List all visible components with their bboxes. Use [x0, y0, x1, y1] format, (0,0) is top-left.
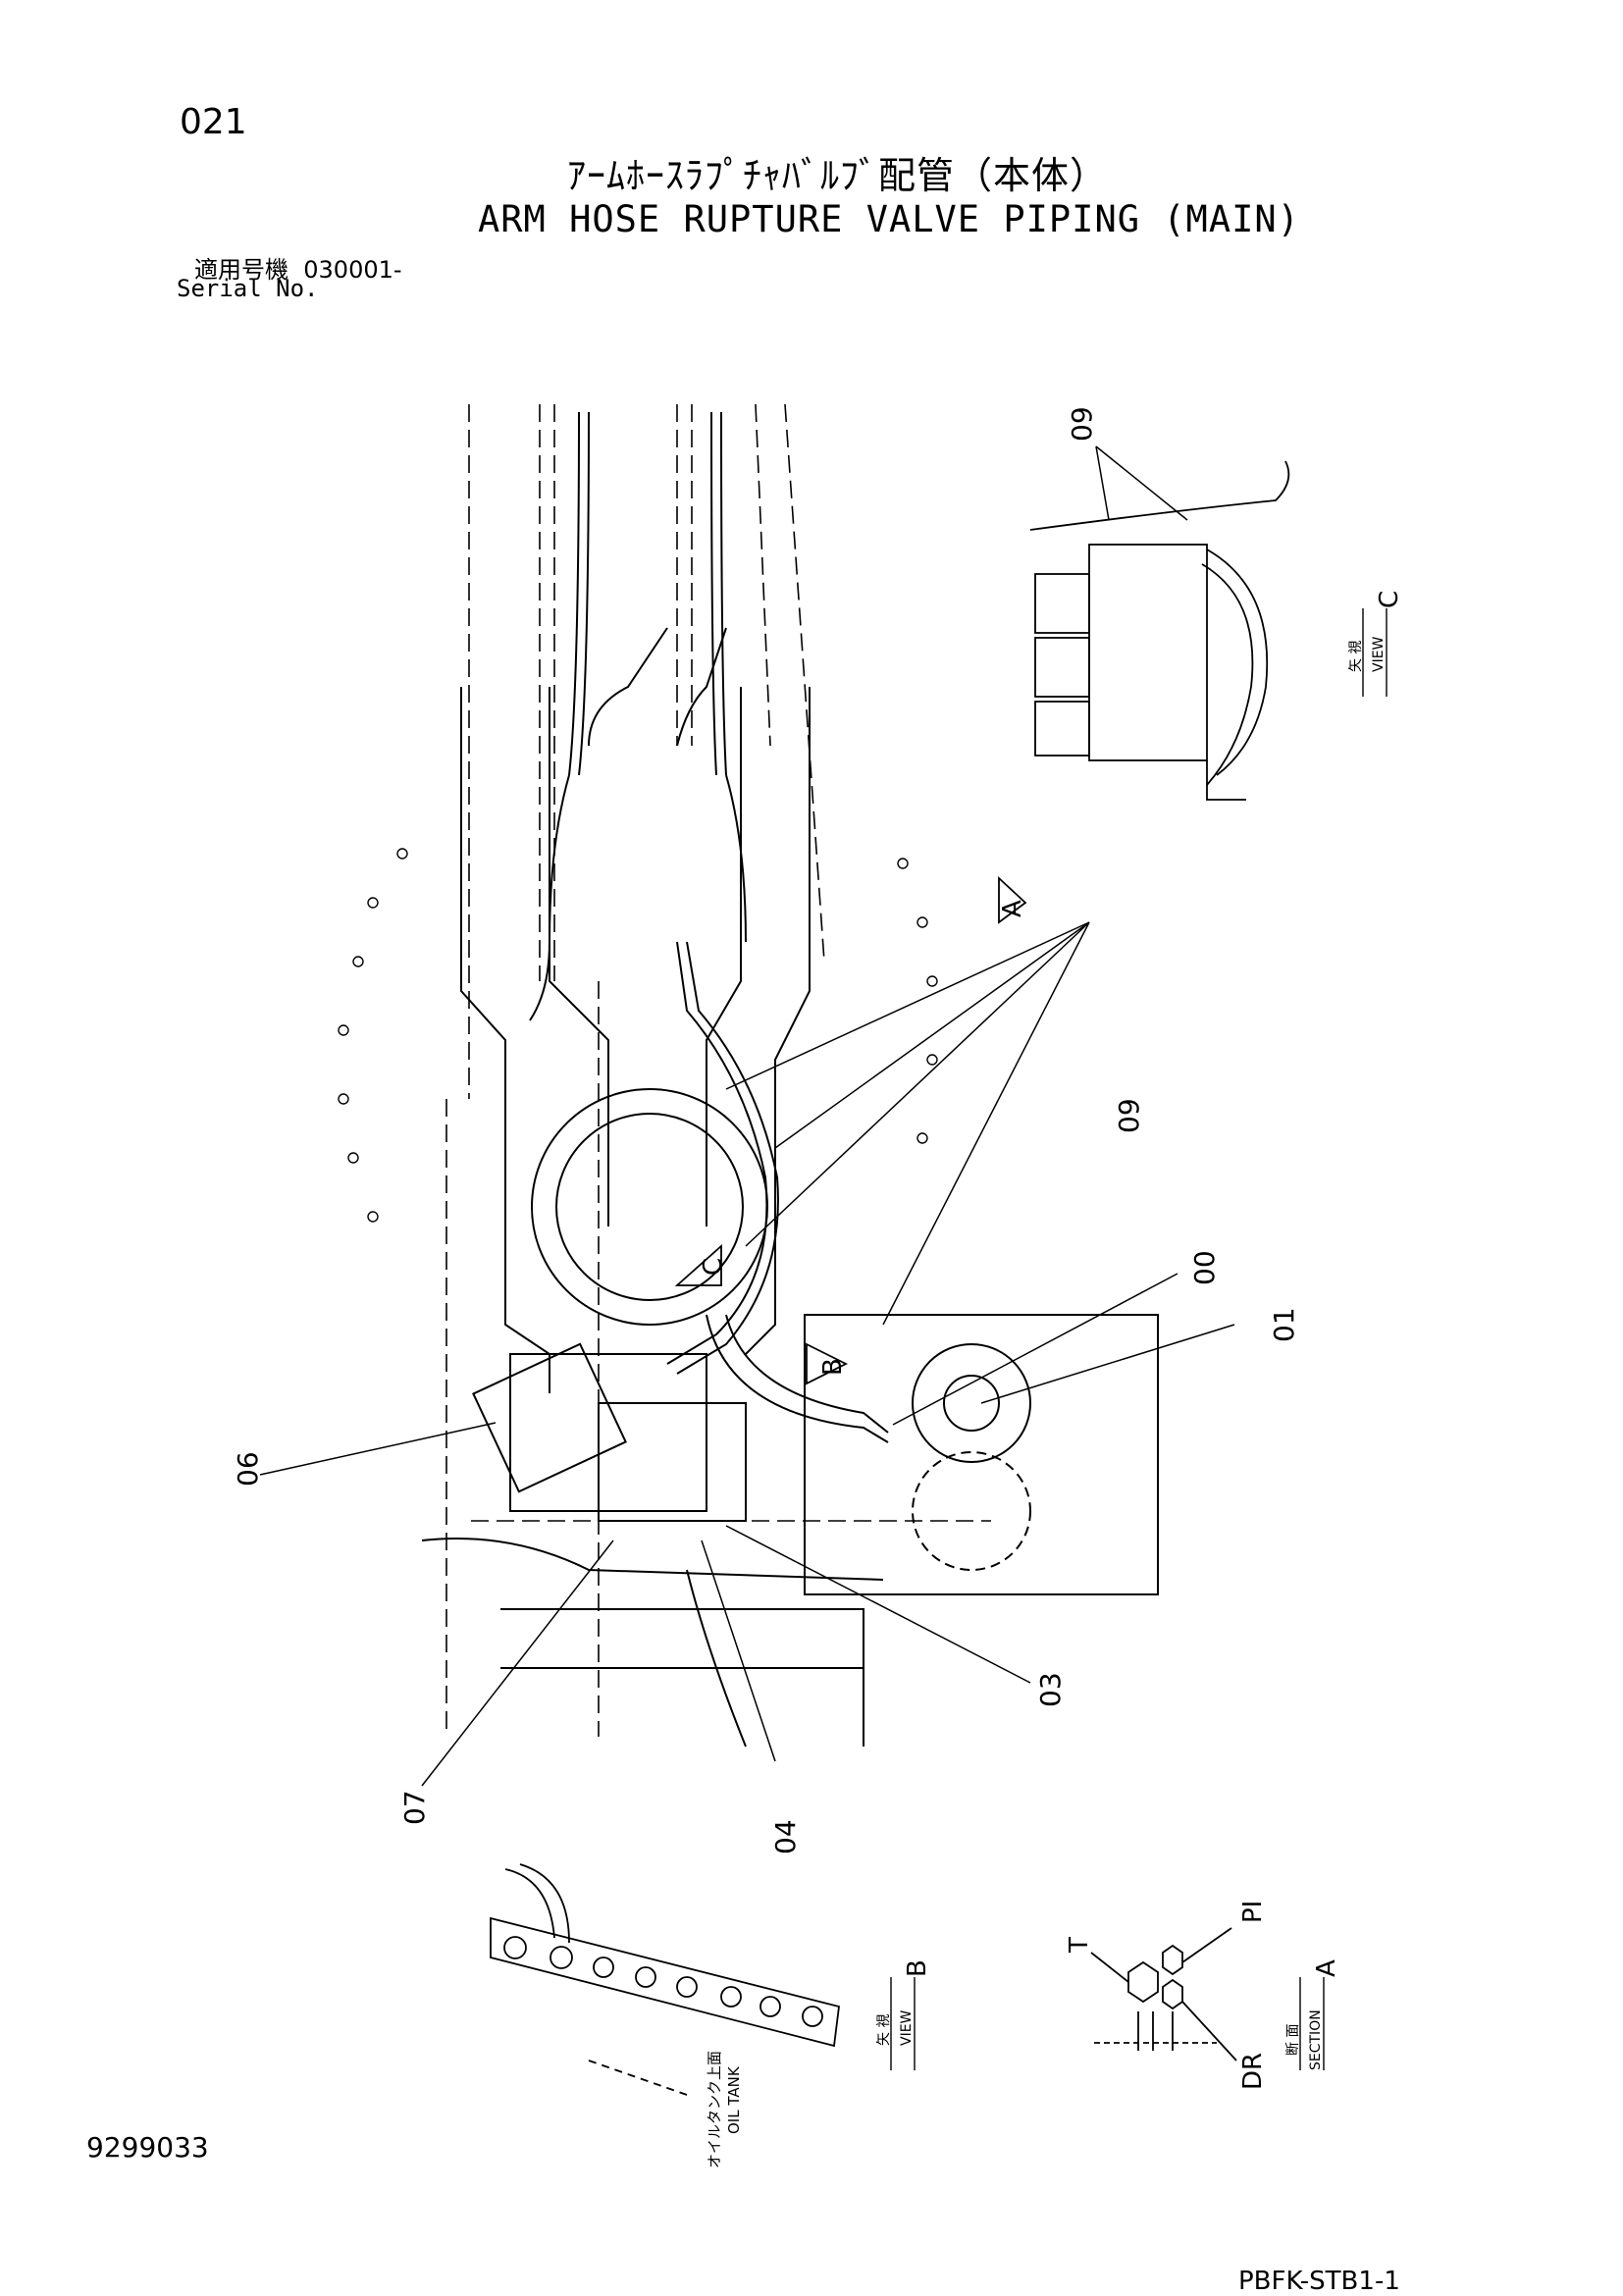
view-marker-b: B — [818, 1358, 848, 1376]
serial-label-jp: 適用号機 — [194, 256, 288, 284]
view-b-en: VIEW — [899, 2009, 915, 2046]
view-marker-arrows — [674, 875, 1027, 1385]
view-b-detail — [490, 1863, 840, 2096]
port-label-t: T — [1065, 1937, 1094, 1954]
view-c-jp: 矢 視 — [1348, 641, 1364, 672]
view-c-inset — [1029, 460, 1290, 801]
section-a-letter: A — [1312, 1959, 1341, 1977]
view-b-label: B 矢 視 VIEW — [876, 1959, 932, 2046]
callout-07: 07 — [398, 1790, 431, 1825]
callout-06: 06 — [232, 1451, 264, 1487]
section-a-detail — [1090, 1927, 1237, 2061]
bolt-holes — [338, 848, 938, 1223]
callout-09-view: 09 — [1066, 406, 1098, 442]
section-a-label: A 断 面 SECTION — [1285, 1959, 1341, 2070]
view-c-en: VIEW — [1371, 636, 1387, 672]
callout-03: 03 — [1034, 1672, 1067, 1707]
callout-09-main: 09 — [1113, 1098, 1145, 1133]
view-b-letter: B — [903, 1959, 932, 1977]
leader-lines — [259, 445, 1235, 1787]
arm-outline — [445, 403, 991, 1737]
title-japanese: ｱｰﾑﾎｰｽﾗﾌﾟﾁｬﾊﾞﾙﾌﾞ配管（本体） — [567, 154, 1109, 197]
main-frame-drawing — [338, 403, 1159, 1748]
view-marker-c: C — [699, 1258, 728, 1276]
view-b-jp: 矢 視 — [876, 2014, 892, 2046]
view-marker-a: A — [998, 900, 1027, 917]
hoses — [529, 411, 889, 1443]
section-a-en: SECTION — [1308, 2009, 1324, 2070]
section-a-jp: 断 面 — [1285, 2024, 1301, 2056]
page-number: 021 — [180, 102, 247, 142]
serial-label-en: Serial No. — [177, 275, 319, 302]
view-c-label: C 矢 視 VIEW — [1348, 591, 1404, 672]
callout-00: 00 — [1188, 1250, 1221, 1285]
port-label-dr: DR — [1238, 2053, 1268, 2090]
callout-01: 01 — [1268, 1307, 1300, 1342]
view-c-letter: C — [1375, 591, 1404, 608]
serial-row: 適用号機 030001- — [194, 250, 402, 285]
title-english: ARM HOSE RUPTURE VALVE PIPING (MAIN) — [478, 198, 1300, 240]
document-number: 9299033 — [86, 2131, 209, 2164]
port-label-pi: PI — [1238, 1901, 1268, 1923]
drawing-code: PBFK-STB1-1 — [1238, 2267, 1400, 2296]
callout-04: 04 — [769, 1819, 802, 1854]
oil-tank-jp: オイルタンク上面 — [706, 2051, 723, 2168]
serial-value: 030001- — [303, 256, 402, 284]
oil-tank-en: OIL TANK — [725, 2065, 743, 2134]
